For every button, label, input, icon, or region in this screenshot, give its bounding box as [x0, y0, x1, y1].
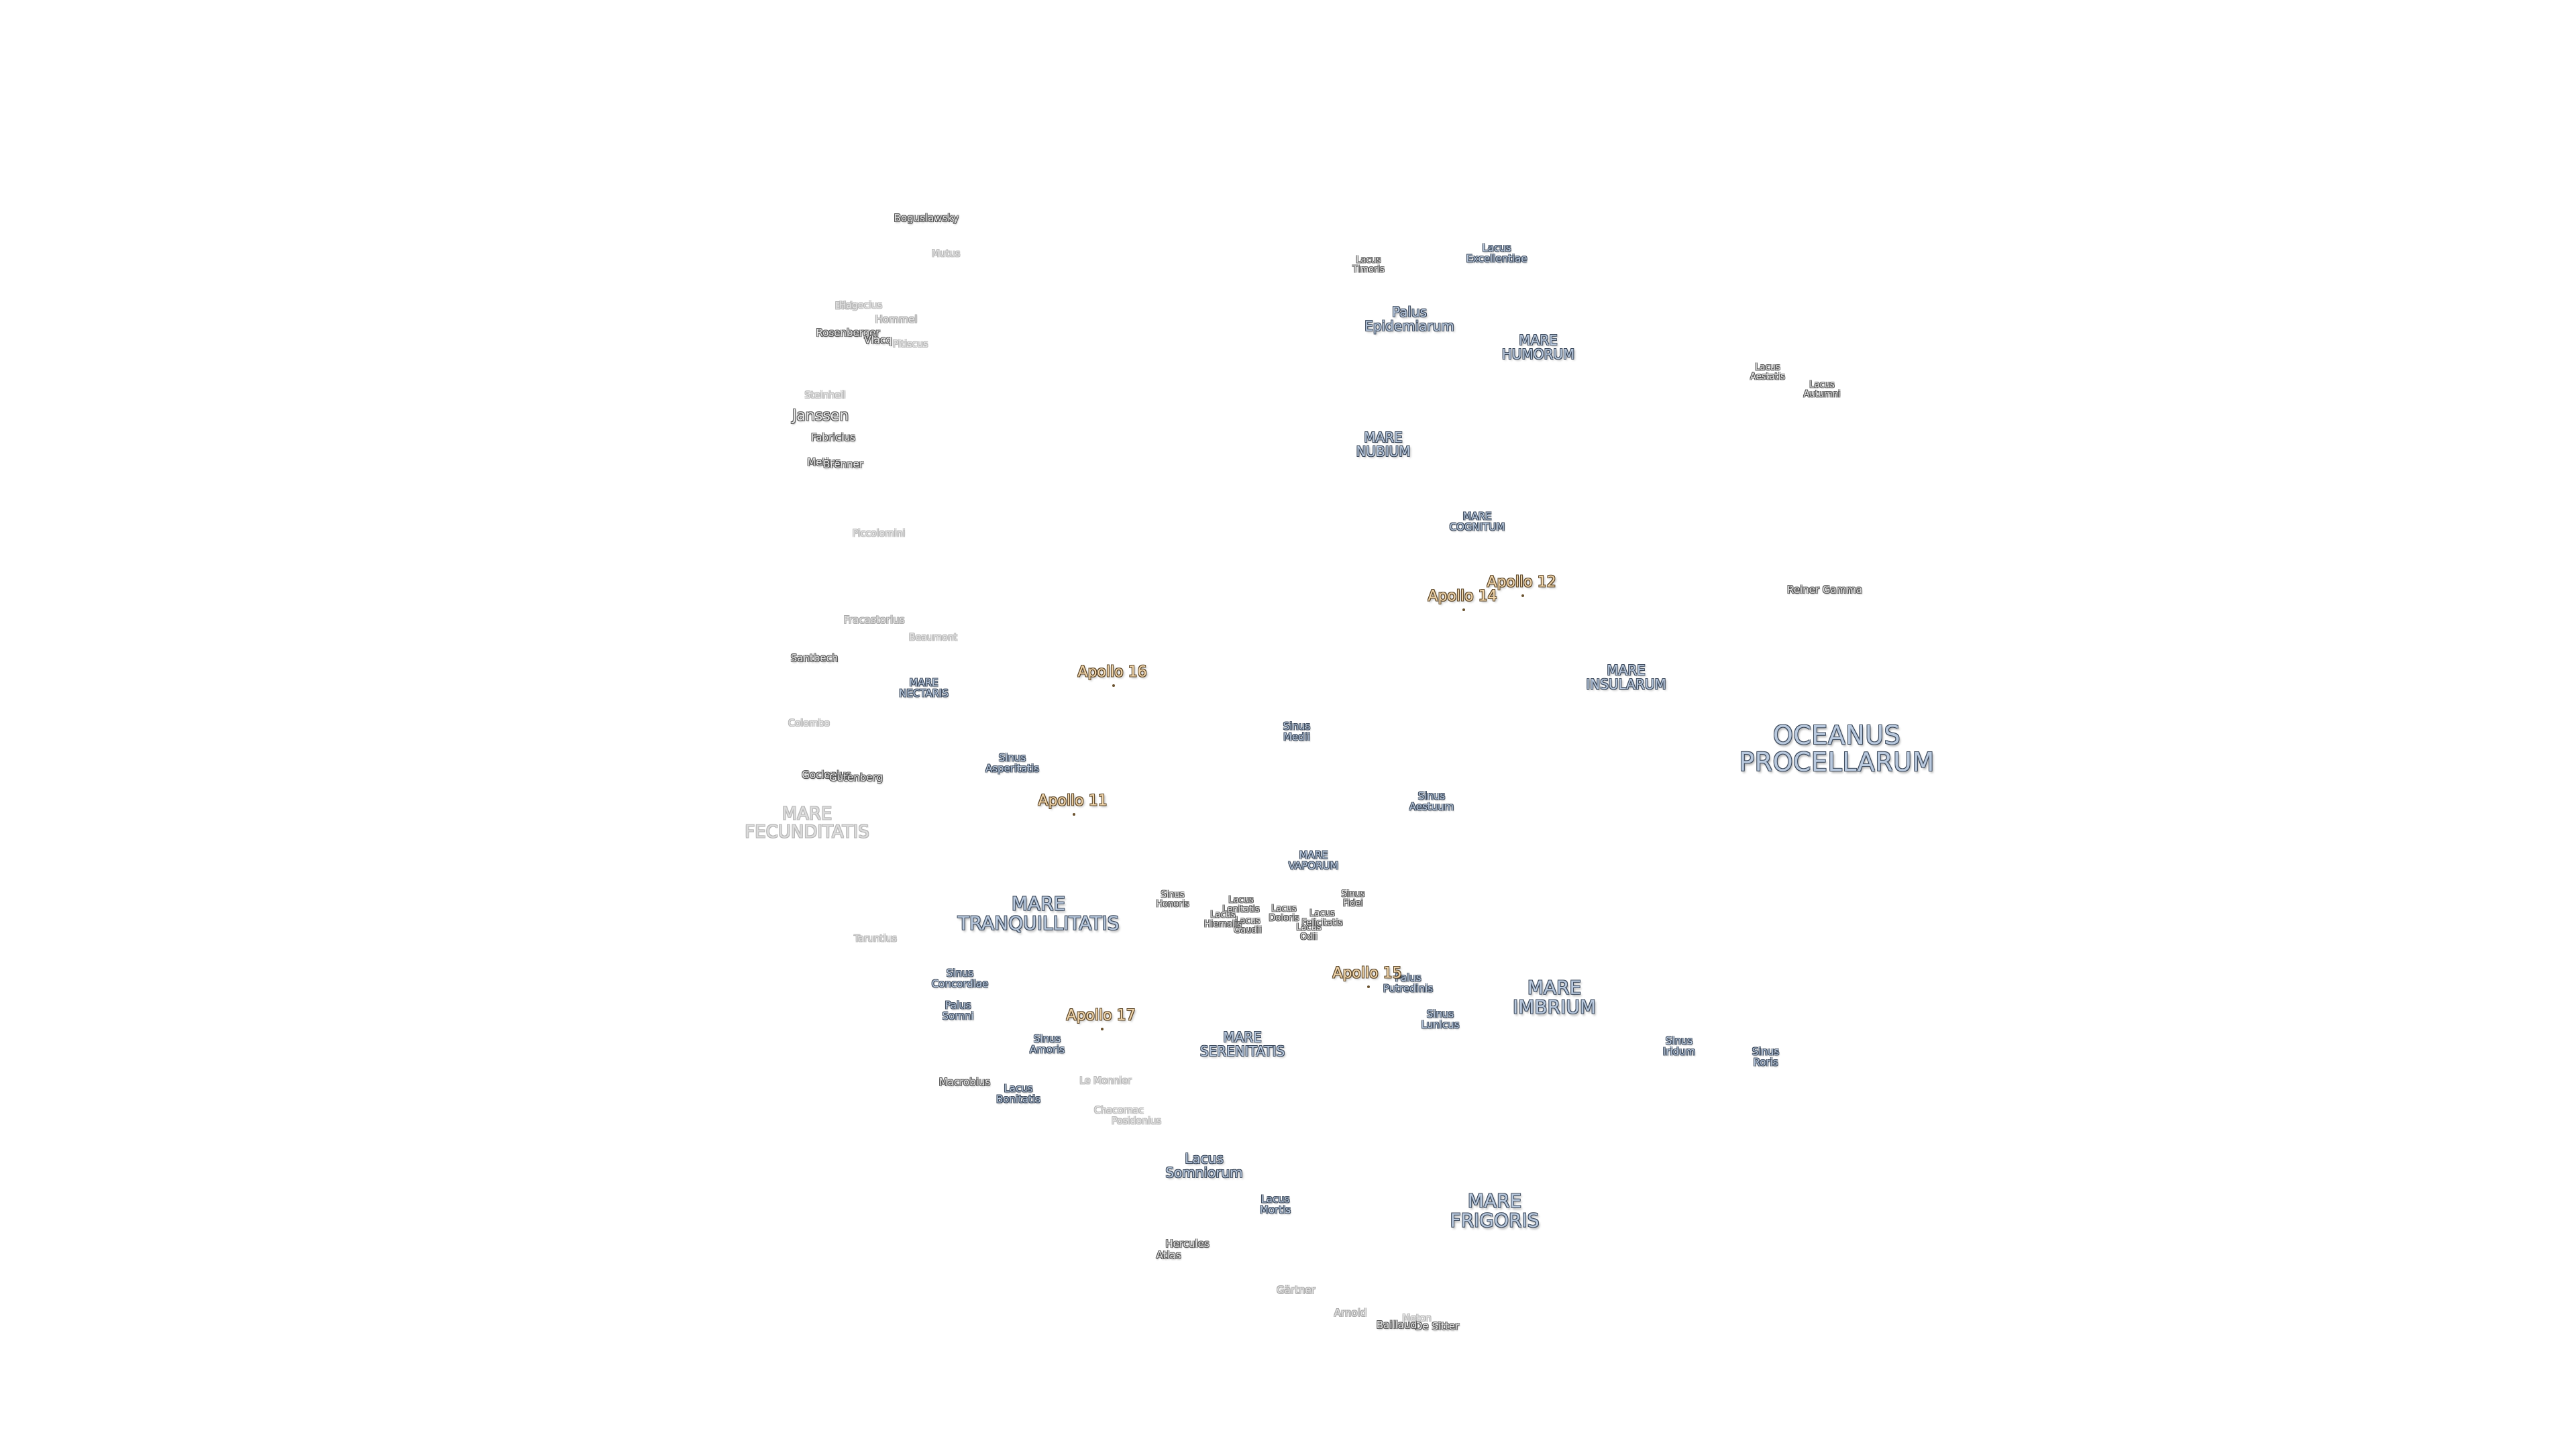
label-atlas: Atlas	[1156, 1249, 1181, 1262]
label-palus-putredinis: Palus Putredinis	[1383, 971, 1434, 994]
label-biela: Biela	[835, 301, 859, 312]
label-sinus-fidei: Sinus Fidei	[1341, 889, 1365, 908]
label-janssen: Janssen	[792, 407, 849, 425]
label-oceanus-procellarum: OCEANUS PROCELLARUM	[1739, 720, 1935, 777]
label-brenner: Brenner	[823, 458, 863, 471]
label-lacus-bonitatis: Lacus Bonitatis	[996, 1082, 1041, 1105]
landing-site-marker	[1367, 985, 1370, 988]
label-lacus-lenitatis: Lacus Lenitatis	[1222, 895, 1260, 914]
landing-site-marker	[1521, 594, 1524, 597]
label-palus-somni: Palus Somni	[942, 999, 974, 1022]
label-sinus-medii: Sinus Medii	[1283, 720, 1311, 743]
label-palus-epidemiarum: Palus Epidemiarum	[1364, 304, 1454, 334]
label-sinus-amoris: Sinus Amoris	[1029, 1032, 1065, 1055]
label-steinheil: Steinheil	[804, 390, 846, 401]
label-taruntius: Taruntius	[854, 933, 897, 945]
label-lacus-mortis: Lacus Mortis	[1259, 1193, 1291, 1216]
label-vlacq: Vlacq	[864, 334, 892, 347]
label-fabricius: Fabricius	[810, 431, 856, 444]
label-mare-frigoris: MARE FRIGORIS	[1450, 1189, 1540, 1232]
label-mutus: Mutus	[931, 248, 961, 260]
label-sinus-asperitatis: Sinus Asperitatis	[985, 751, 1040, 774]
label-de-sitter: De Sitter	[1414, 1320, 1460, 1333]
label-piccolomini: Piccolomini	[852, 528, 906, 539]
label-lacus-timoris: Lacus Timoris	[1352, 255, 1385, 274]
label-mare-nubium: MARE NUBIUM	[1356, 429, 1411, 460]
label-mare-insularum: MARE INSULARUM	[1586, 662, 1666, 692]
label-mare-fecunditatis: MARE FECUNDITATIS	[745, 804, 869, 843]
landing-site-marker	[1112, 684, 1115, 687]
label-mare-nectaris: MARE NECTARIS	[899, 676, 949, 699]
label-boguslawsky: Boguslawsky	[894, 212, 959, 225]
label-pitiscus: Pitiscus	[892, 339, 928, 350]
label-sinus-honoris: Sinus Honoris	[1156, 890, 1189, 909]
label-le-monnier: Le Monnier	[1079, 1075, 1132, 1087]
label-apollo-17: Apollo 17	[1066, 1007, 1136, 1024]
label-lacus-somniorum: Lacus Somniorum	[1165, 1150, 1243, 1181]
label-lacus-aestatis: Lacus Aestatis	[1750, 362, 1785, 382]
label-sinus-roris: Sinus Roris	[1752, 1045, 1780, 1068]
label-lacus-hiemalis: Lacus Hiemalis	[1203, 910, 1242, 929]
label-mare-vaporum: MARE VAPORUM	[1288, 849, 1339, 871]
label-apollo-15: Apollo 15	[1332, 965, 1402, 982]
label-meton: Meton	[1402, 1313, 1432, 1324]
label-macrobius: Macrobius	[938, 1076, 991, 1089]
label-lacus-odii: Lacus Odii	[1296, 922, 1322, 942]
landing-site-marker	[1101, 1028, 1104, 1030]
landing-site-marker	[1073, 813, 1075, 816]
label-hommel: Hommel	[875, 313, 918, 326]
label-lacus-felicitatis: Lacus Felicitatis	[1301, 908, 1343, 928]
label-rosenberger: Rosenberger	[816, 327, 880, 339]
label-gartner: Gärtner	[1277, 1284, 1316, 1297]
label-sinus-concordiae: Sinus Concordiae	[931, 967, 989, 989]
label-mare-humorum: MARE HUMORUM	[1501, 332, 1575, 362]
label-apollo-12: Apollo 12	[1487, 574, 1556, 591]
label-reiner-gamma: Reiner Gamma	[1786, 584, 1863, 596]
label-lacus-excellentiae: Lacus Excellentiae	[1466, 241, 1527, 264]
label-apollo-11: Apollo 11	[1038, 792, 1108, 810]
label-mare-cognitum: MARE COGNITUM	[1449, 510, 1505, 533]
label-fracastorius: Fracastorius	[843, 614, 905, 627]
label-lacus-autumni: Lacus Autumni	[1803, 380, 1841, 399]
label-beaumont: Beaumont	[908, 632, 958, 643]
label-apollo-14: Apollo 14	[1428, 588, 1497, 605]
label-baillaud: Baillaud	[1376, 1319, 1417, 1332]
landing-site-marker	[1462, 608, 1465, 611]
label-hagecius: Hagecius	[839, 300, 883, 311]
label-mare-serenitatis: MARE SERENITATIS	[1199, 1029, 1285, 1059]
label-sinus-iridum: Sinus Iridum	[1662, 1034, 1696, 1057]
label-mare-tranquillitatis: MARE TRANQUILLITATIS	[957, 892, 1120, 934]
label-colombo: Colombo	[788, 718, 830, 729]
label-chacornac: Chacornac	[1093, 1105, 1144, 1116]
label-posidonius: Posidonius	[1111, 1116, 1162, 1127]
label-hercules: Hercules	[1165, 1238, 1210, 1250]
label-apollo-16: Apollo 16	[1077, 663, 1147, 681]
label-goclenius: Goclenius	[802, 769, 851, 782]
label-lacus-gaudii: Lacus Gaudii	[1234, 916, 1262, 935]
label-metius: Metius	[807, 456, 841, 469]
label-mare-imbrium: MARE IMBRIUM	[1513, 976, 1596, 1018]
label-sinus-aestuum: Sinus Aestuum	[1409, 790, 1454, 812]
label-arnold: Arnold	[1334, 1307, 1367, 1320]
label-gutenberg: Gutenberg	[829, 771, 883, 784]
label-santbech: Santbech	[790, 652, 839, 665]
label-sinus-lunicus: Sinus Lunicus	[1421, 1008, 1460, 1030]
label-lacus-doloris: Lacus Doloris	[1269, 904, 1299, 923]
